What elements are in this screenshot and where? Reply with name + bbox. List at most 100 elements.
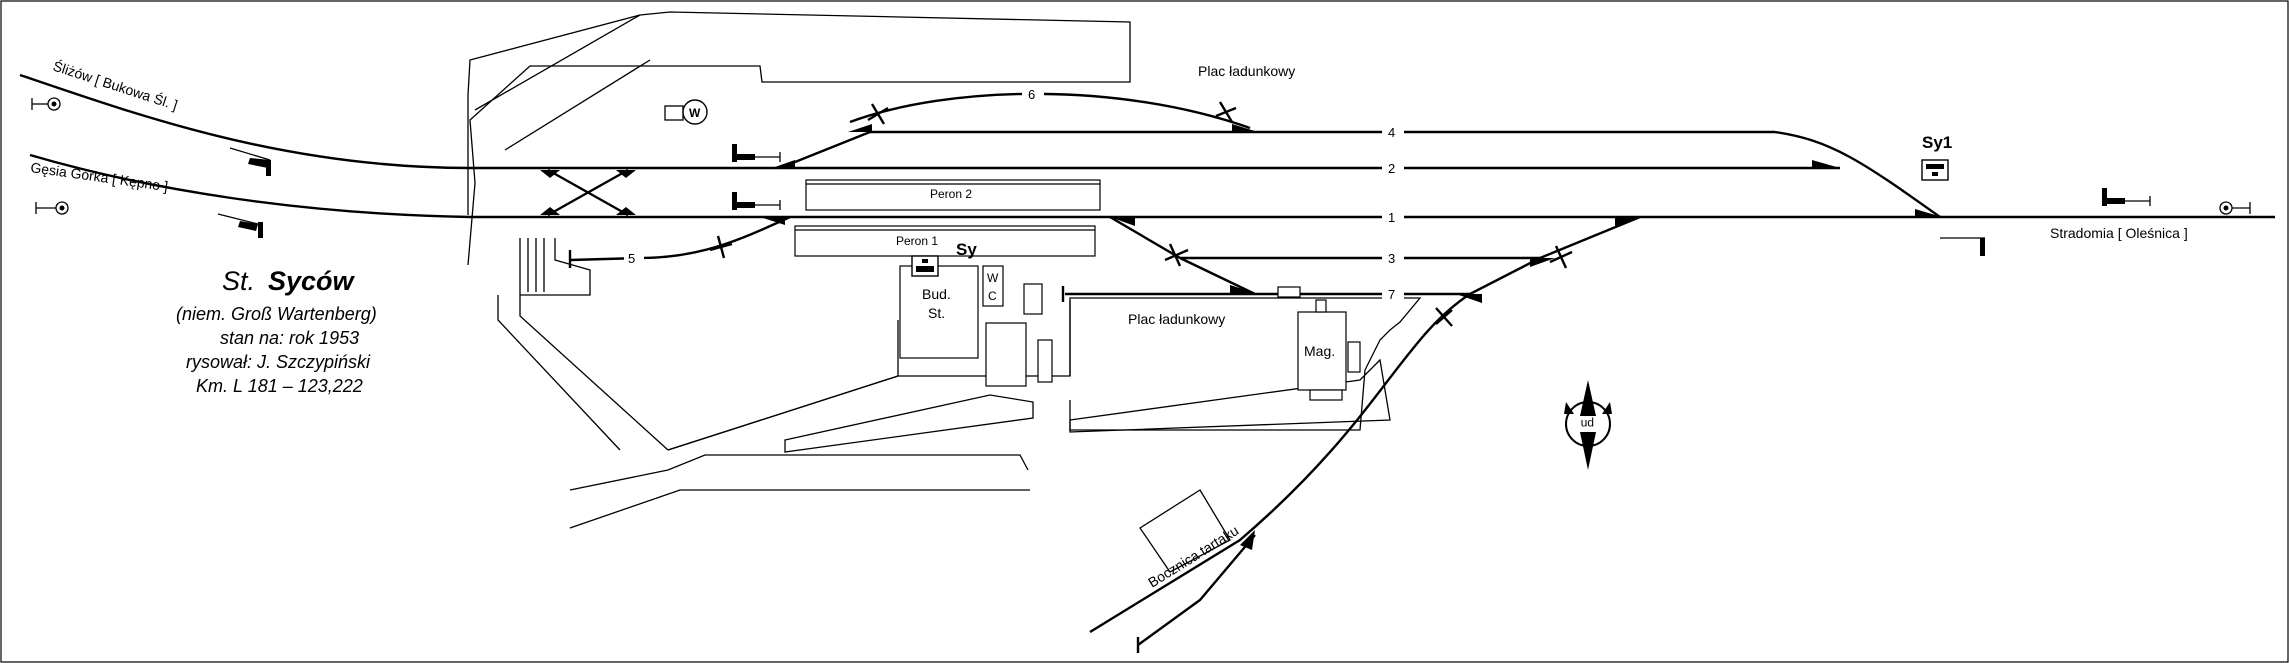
sawmill-siding-branch	[1137, 534, 1256, 646]
derailers	[709, 101, 1573, 327]
track-5	[569, 215, 791, 262]
signal-box-sy1-icon	[1921, 159, 1949, 181]
boundary-inner	[504, 59, 651, 151]
switch-marker	[540, 170, 560, 178]
track-label-7: 7	[1388, 287, 1395, 302]
track-2	[19, 73, 1840, 170]
shed-small	[1023, 283, 1043, 315]
water-tower-icon	[682, 99, 708, 125]
compass-label: pn	[1581, 417, 1594, 431]
track-4-switch-right	[1774, 130, 1941, 218]
derailer-mark	[867, 106, 889, 122]
tracks	[19, 73, 2275, 653]
semaphore-post	[229, 147, 271, 161]
drawn-by: rysował: J. Szczypiński	[186, 352, 371, 372]
road-bottom-lower	[569, 489, 1030, 529]
road-left-outer	[497, 295, 621, 451]
road-bottom-upper	[569, 454, 1029, 491]
track-7-switch	[1179, 256, 1256, 296]
derailer-mark	[1435, 309, 1453, 325]
shed-narrow	[1037, 339, 1053, 383]
loading-square-bottom-label: Plac ładunkowy	[1128, 311, 1225, 327]
warehouse-label: Mag.	[1304, 343, 1335, 359]
derailer-mark	[1215, 106, 1237, 118]
switch-marker	[760, 217, 785, 225]
track-scale	[1277, 286, 1301, 298]
derailer-mark	[1549, 250, 1573, 264]
track-number-labels: 6 4 2 1 3 7 5	[624, 86, 1404, 302]
switch-marker	[1915, 209, 1942, 217]
km-marker: Km. L 181 – 123,222	[196, 376, 363, 396]
switch-marker	[772, 160, 795, 168]
platform-2	[805, 179, 1101, 211]
road-left-inner	[519, 295, 669, 451]
semaphore-icon	[1980, 238, 1985, 256]
compass-icon: pn	[1564, 380, 1612, 470]
german-name: (niem. Groß Wartenberg)	[176, 304, 377, 324]
switch-marker	[1110, 217, 1135, 226]
state-date: stan na: rok 1953	[220, 328, 359, 348]
title-prefix: St.	[222, 266, 255, 296]
sawmill-building	[1139, 489, 1231, 573]
switch-marker	[1812, 160, 1840, 168]
station-name: Syców	[268, 266, 356, 296]
water-tank-base	[664, 105, 684, 121]
warehouse-ramp-side	[1347, 341, 1361, 373]
switch-marker	[848, 124, 872, 132]
shed-large	[985, 322, 1027, 387]
station-building-label: Bud.	[922, 286, 951, 302]
crossover-b	[547, 168, 629, 217]
derailer-mark	[709, 242, 733, 252]
platform-1-label: Peron 1	[896, 234, 938, 248]
platform-2-label: Peron 2	[930, 187, 972, 201]
signals: W	[31, 97, 2251, 298]
semaphore-icon	[258, 222, 263, 238]
switch-marker	[616, 170, 636, 178]
shunt-signal-icon	[2102, 188, 2107, 206]
track-label-5: 5	[628, 251, 635, 266]
track-label-3: 3	[1388, 251, 1395, 266]
signal-box-sy1-label: Sy1	[1922, 133, 1952, 152]
shunt-signal-icon	[732, 144, 737, 162]
island-left	[784, 394, 1034, 453]
switch-markers	[540, 124, 1942, 550]
shunt-signal-icon	[732, 192, 737, 210]
warehouse-door	[1315, 299, 1327, 313]
switch-marker	[1232, 124, 1258, 132]
track-label-6: 6	[1028, 87, 1035, 102]
track-label-4: 4	[1388, 125, 1395, 140]
switch-marker	[540, 207, 560, 215]
boundary-top-left	[467, 11, 1131, 266]
terrain-outlines	[467, 11, 1422, 573]
boundary-diagonal	[474, 14, 641, 111]
platform-1	[794, 225, 1096, 257]
track-1	[29, 153, 2275, 219]
station-building	[899, 265, 979, 359]
warehouse	[1297, 311, 1347, 391]
semaphore-post	[217, 213, 259, 225]
track-3-switch-left	[1109, 215, 1181, 260]
track-6	[849, 92, 1251, 130]
switch-marker	[1530, 258, 1555, 267]
track-label-1: 1	[1388, 210, 1395, 225]
track-7-switch-right	[1469, 256, 1541, 296]
water-tower-label: W	[689, 106, 701, 120]
switch-marker	[1615, 217, 1640, 226]
station-building-label-2: St.	[928, 305, 945, 321]
derailer-mark	[1164, 248, 1189, 262]
wc-label: W	[987, 271, 999, 285]
track-label-2: 2	[1388, 161, 1395, 176]
switch-marker	[616, 207, 636, 215]
signal-box-sy-label: Sy	[956, 240, 977, 259]
switch-marker	[1240, 530, 1255, 550]
switch-marker	[1230, 285, 1258, 294]
semaphore-icon	[266, 160, 271, 176]
warehouse-ramp	[1309, 389, 1343, 401]
loading-square-top-label: Plac ładunkowy	[1198, 63, 1295, 79]
wc-label-2: C	[988, 289, 997, 303]
wc-building	[982, 265, 1004, 307]
title-block: St. Syców (niem. Groß Wartenberg) stan n…	[176, 266, 377, 396]
track-3-switch-right	[1539, 215, 1641, 260]
